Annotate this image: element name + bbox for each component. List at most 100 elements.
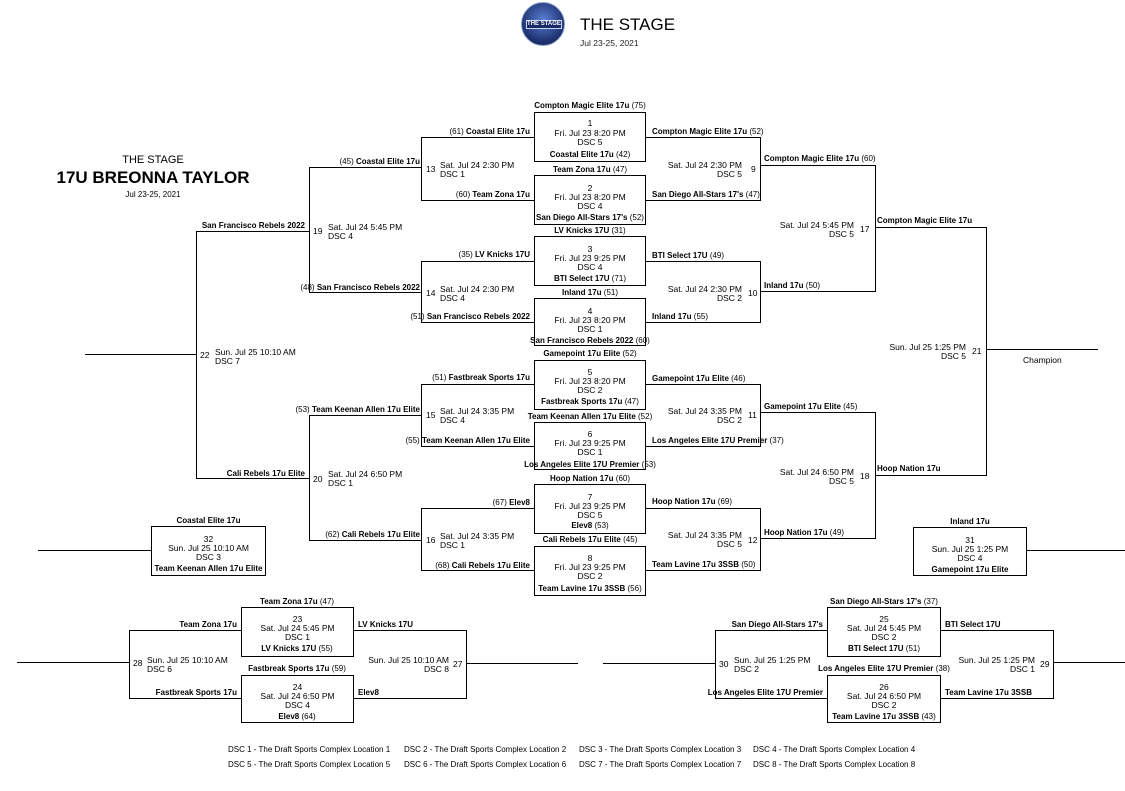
game-number: 31 xyxy=(965,535,975,545)
game-time: Sat. Jul 24 6:50 PM xyxy=(779,467,854,477)
game-number: 3 xyxy=(587,244,593,254)
game-team: Gamepoint 17u Elite xyxy=(931,565,1009,574)
game-time: Fri. Jul 23 8:20 PM xyxy=(554,128,626,138)
game-winner: Hoop Nation 17u (49) xyxy=(764,528,845,537)
game-time: Sun. Jul 25 1:25 PM xyxy=(931,544,1009,554)
game-time: Sat. Jul 24 6:50 PM xyxy=(328,469,403,479)
game-number: 17 xyxy=(860,224,870,234)
game-court: DSC 1 xyxy=(440,540,466,550)
game-time: Sun. Jul 25 10:10 AM xyxy=(147,655,228,665)
game-time: Fri. Jul 23 9:25 PM xyxy=(554,501,626,511)
division-title: 17U BREONNA TAYLOR xyxy=(56,168,250,187)
game-number: 18 xyxy=(860,471,870,481)
game-team: LV Knicks 17U (55) xyxy=(261,644,333,653)
game-number: 29 xyxy=(1040,659,1050,669)
game-number: 26 xyxy=(879,682,889,692)
game-number: 32 xyxy=(203,534,214,544)
game-team: Team Lavine 17u 3SSB xyxy=(945,688,1032,697)
legend-item: DSC 5 - The Draft Sports Complex Locatio… xyxy=(228,760,391,769)
game-team: Compton Magic Elite 17u (75) xyxy=(534,101,646,110)
game-time: Sat. Jul 24 6:50 PM xyxy=(846,691,922,701)
game-team: (60) Team Zona 17u xyxy=(455,190,530,199)
game-team: LV Knicks 17U (31) xyxy=(554,226,626,235)
game-team: (51) Fastbreak Sports 17u xyxy=(432,373,530,382)
game-team: Fastbreak Sports 17u (47) xyxy=(541,397,639,406)
game-number: 13 xyxy=(426,164,436,174)
game-winner: Compton Magic Elite 17u xyxy=(877,216,973,225)
game-number: 8 xyxy=(587,553,593,563)
game-time: Sat. Jul 24 2:30 PM xyxy=(440,284,515,294)
game-number: 27 xyxy=(453,659,463,669)
game-court: DSC 4 xyxy=(577,201,603,211)
game-court: DSC 3 xyxy=(195,552,222,562)
legend-item: DSC 3 - The Draft Sports Complex Locatio… xyxy=(579,745,742,754)
game-team: (61) Coastal Elite 17u xyxy=(449,127,531,136)
game-number: 22 xyxy=(200,350,210,360)
header-title: THE STAGE xyxy=(580,15,676,34)
game-time: Sat. Jul 24 6:50 PM xyxy=(260,691,335,701)
game-court: DSC 2 xyxy=(871,632,897,642)
game-court: DSC 1 xyxy=(1009,664,1035,674)
game-court: DSC 1 xyxy=(284,632,311,642)
game-team: BTI Select 17U (49) xyxy=(652,251,725,260)
legend-item: DSC 8 - The Draft Sports Complex Locatio… xyxy=(753,760,916,769)
game-winner: (53) Team Keenan Allen 17u Elite xyxy=(295,405,420,414)
game-team: (68) Cali Rebels 17u Elite xyxy=(435,561,530,570)
legend-item: DSC 1 - The Draft Sports Complex Locatio… xyxy=(228,745,391,754)
legend-item: DSC 7 - The Draft Sports Complex Locatio… xyxy=(579,760,742,769)
game-number: 20 xyxy=(313,474,323,484)
game-court: DSC 5 xyxy=(828,476,854,486)
game-court: DSC 5 xyxy=(716,169,742,179)
game-court: DSC 4 xyxy=(284,700,311,710)
game-number: 11 xyxy=(748,410,757,420)
legend-item: DSC 4 - The Draft Sports Complex Locatio… xyxy=(753,745,916,754)
game-court: DSC 5 xyxy=(940,351,966,361)
game-team: Inland 17u xyxy=(950,517,990,526)
game-team: San Diego All-Stars 17's (37) xyxy=(830,597,938,606)
champion-label: Champion xyxy=(1023,355,1062,365)
game-team: Los Angeles Elite 17U Premier (53) xyxy=(524,460,656,469)
game-team: Team Lavine 17u 3SSB (43) xyxy=(832,712,936,721)
game-court: DSC 7 xyxy=(215,356,241,366)
game-court: DSC 2 xyxy=(716,293,742,303)
game-team: Elev8 xyxy=(358,688,379,697)
game-court: DSC 1 xyxy=(328,478,354,488)
game-time: Fri. Jul 23 9:25 PM xyxy=(554,253,626,263)
game-number: 6 xyxy=(587,429,593,439)
game-winner: San Francisco Rebels 2022 xyxy=(201,221,305,230)
division-event: THE STAGE xyxy=(122,154,184,166)
game-number: 1 xyxy=(587,118,593,128)
game-winner: Gamepoint 17u Elite (45) xyxy=(764,402,858,411)
game-winner: Inland 17u (50) xyxy=(764,281,821,290)
game-team: BTI Select 17U (51) xyxy=(847,644,921,653)
court-legend: DSC 1 - The Draft Sports Complex Locatio… xyxy=(228,745,928,775)
game-time: Fri. Jul 23 8:20 PM xyxy=(554,376,626,386)
game-number: 30 xyxy=(719,659,729,669)
game-time: Sun. Jul 25 1:25 PM xyxy=(889,342,966,352)
game-time: Sat. Jul 24 3:35 PM xyxy=(440,531,515,541)
game-time: Sat. Jul 24 2:30 PM xyxy=(667,284,742,294)
game-team: (51) San Francisco Rebels 2022 xyxy=(410,312,530,321)
game-court: DSC 4 xyxy=(957,553,983,563)
game-time: Sun. Jul 25 1:25 PM xyxy=(958,655,1035,665)
game-court: DSC 2 xyxy=(734,664,760,674)
game-court: DSC 2 xyxy=(577,571,603,581)
legend-item: DSC 6 - The Draft Sports Complex Locatio… xyxy=(404,760,567,769)
game-team: Inland 17u (51) xyxy=(561,288,619,297)
game-winner: Hoop Nation 17u xyxy=(877,464,941,473)
game-team: Team Zona 17u (47) xyxy=(552,165,628,174)
game-court: DSC 6 xyxy=(147,664,173,674)
game-time: Sun. Jul 25 10:10 AM xyxy=(168,543,249,553)
game-time: Sat. Jul 24 5:45 PM xyxy=(328,222,403,232)
game-team: (67) Elev8 xyxy=(492,498,530,507)
game-court: DSC 2 xyxy=(577,385,603,395)
game-team: San Diego All-Stars 17's (52) xyxy=(536,213,644,222)
division-dates: Jul 23-25, 2021 xyxy=(125,190,181,199)
game-number: 10 xyxy=(748,288,758,298)
game-time: Sat. Jul 24 5:45 PM xyxy=(846,623,922,633)
game-court: DSC 5 xyxy=(577,510,603,520)
game-team: LV Knicks 17U xyxy=(358,620,413,629)
game-time: Fri. Jul 23 9:25 PM xyxy=(554,438,626,448)
game-time: Sat. Jul 24 3:35 PM xyxy=(667,530,742,540)
game-team: Team Keenan Allen 17u Elite (52) xyxy=(527,412,653,421)
